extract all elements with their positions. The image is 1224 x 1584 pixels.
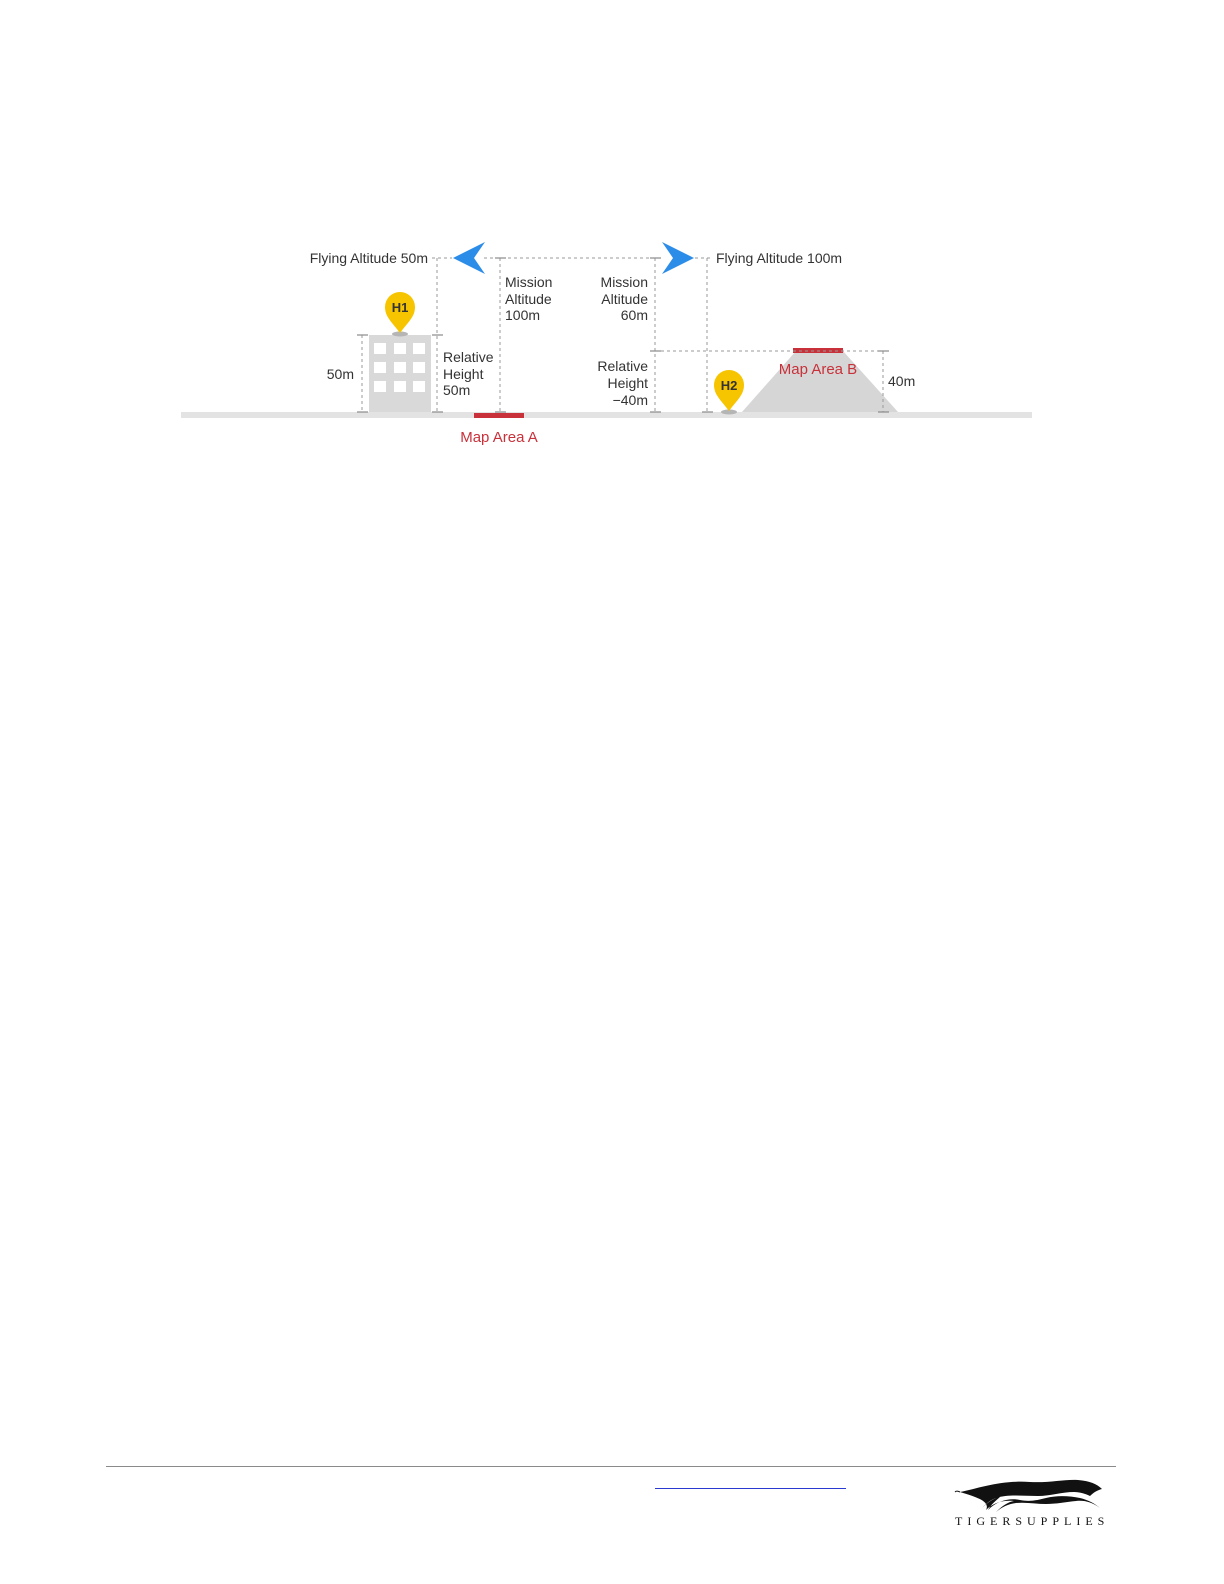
- svg-text:60m: 60m: [621, 307, 648, 323]
- svg-text:Relative: Relative: [597, 358, 648, 374]
- flight-arrow-right-icon: [662, 242, 694, 274]
- footer-link[interactable]: [655, 1488, 846, 1489]
- logo-wordmark: TIGERSUPPLIES: [955, 1514, 1115, 1529]
- ground-line: [181, 412, 1032, 418]
- building-height-label: 50m: [327, 366, 354, 382]
- mission-altitude-left-label: Mission Altitude 100m: [505, 274, 552, 323]
- footer-divider: [106, 1466, 1116, 1467]
- svg-text:50m: 50m: [443, 382, 470, 398]
- map-area-a-label: Map Area A: [460, 429, 538, 446]
- svg-text:Altitude: Altitude: [505, 291, 552, 307]
- building-icon: [369, 335, 431, 412]
- home-point-h2-icon: H2: [714, 370, 744, 415]
- flying-altitude-right-label: Flying Altitude 100m: [716, 250, 842, 266]
- svg-text:Altitude: Altitude: [601, 291, 648, 307]
- home-point-h1-label: H1: [392, 300, 409, 315]
- altitude-diagram: H1 H2 Flying Altitude 50m Flying Altitud…: [0, 0, 1224, 480]
- svg-text:Mission: Mission: [505, 274, 552, 290]
- hill-height-label: 40m: [888, 373, 915, 389]
- svg-text:100m: 100m: [505, 307, 540, 323]
- flight-arrow-left-icon: [453, 242, 485, 274]
- map-area-a-marker: [474, 413, 524, 418]
- map-area-b-label: Map Area B: [779, 361, 857, 378]
- relative-height-left-label: Relative Height 50m: [443, 349, 494, 398]
- svg-text:Height: Height: [443, 366, 484, 382]
- home-point-h1-icon: H1: [385, 292, 415, 337]
- relative-height-right-label: Relative Height −40m: [597, 358, 648, 408]
- svg-text:Height: Height: [608, 375, 649, 391]
- home-point-h2-label: H2: [721, 378, 738, 393]
- svg-text:−40m: −40m: [613, 392, 648, 408]
- flying-altitude-left-label: Flying Altitude 50m: [310, 250, 428, 266]
- mission-altitude-right-label: Mission Altitude 60m: [601, 274, 649, 323]
- svg-text:Mission: Mission: [601, 274, 648, 290]
- svg-text:Relative: Relative: [443, 349, 494, 365]
